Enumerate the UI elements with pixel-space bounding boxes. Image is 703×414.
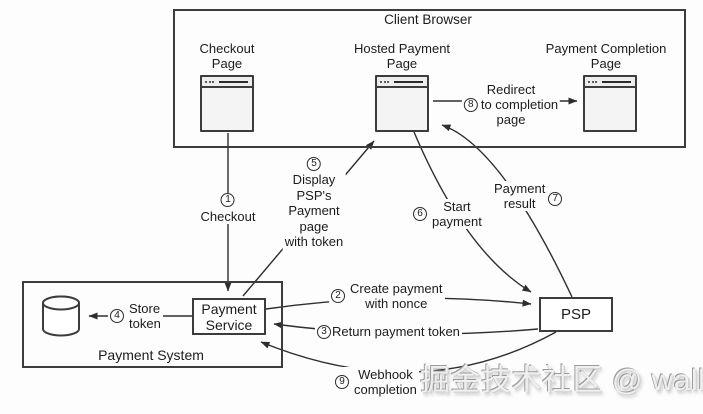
payment-system-label: Payment System [98,347,204,363]
browser-window-icon-checkout [200,75,254,132]
window-dot-icon [212,80,214,83]
psp-box: PSP [539,297,613,332]
window-dot-icon [205,80,207,83]
window-dot-icon [591,80,594,83]
window-dot-icon [208,80,211,83]
window-titlebar [377,77,427,88]
step5-number-badge: 5 [306,157,321,171]
window-dot-icon [380,80,382,83]
step6-start-payment-label: 6 Start payment [411,199,484,229]
browser-window-icon-completion [583,75,637,132]
window-dot-icon [588,80,590,83]
browser-window-icon-hosted [375,75,429,132]
payment-completion-page-label: Payment Completion Page [545,41,667,71]
window-dot-icon [595,80,597,83]
step3-number-badge: 3 [317,324,331,339]
step9-webhook-label: 9 Webhook completion [333,367,419,397]
step8-redirect-label: Redirect 8 to completion page [461,82,561,127]
step3-return-token-label: 3 Return payment token [315,324,462,339]
step4-store-token-label: 4 Store token [108,301,163,331]
step1-number-badge: 1 [220,193,235,207]
checkout-page-label: Checkout Page [199,41,255,71]
step2-number-badge: 2 [331,289,345,303]
window-titlebar-line [218,80,248,83]
arrow-step7-payment-result [441,124,573,298]
step6-number-badge: 6 [413,207,427,221]
client-browser-title: Client Browser [384,12,472,27]
step2-create-payment-label: 2 Create payment with nonce [329,281,445,311]
payment-service-box: Payment Service [192,298,266,335]
database-icon [42,295,80,337]
step7-payment-result-label: Payment result 7 [492,181,565,211]
step5-display-label: 5 Display PSP's Payment page with token [282,157,346,250]
window-titlebar-line [393,80,423,83]
window-dot-icon [383,80,386,83]
client-browser-box [173,9,686,148]
window-titlebar [585,77,635,88]
arrow-step6-start-payment [413,131,532,293]
step8-number-badge: 8 [463,97,478,112]
watermark: 掘金技术社区 @ walker [420,364,703,397]
step9-number-badge: 9 [335,375,349,389]
step4-number-badge: 4 [110,309,124,323]
hosted-payment-page-label: Hosted Payment Page [353,41,451,71]
window-titlebar [202,77,252,88]
window-dot-icon [387,80,389,83]
step1-checkout-label: 1 Checkout [198,193,258,224]
window-titlebar-line [601,80,631,83]
step7-number-badge: 7 [548,192,563,206]
